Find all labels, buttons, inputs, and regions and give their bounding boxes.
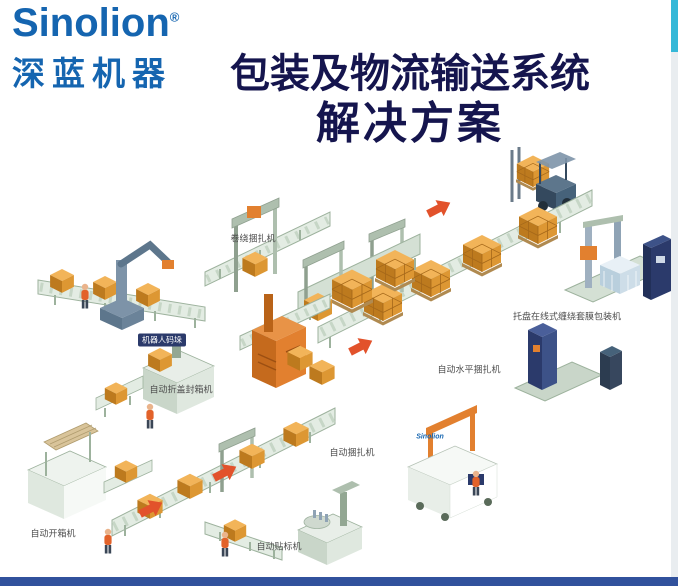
machine-brand-text: Sinolion [416,433,444,441]
label-auto-strapper: 自动捆扎机 [329,447,375,458]
bottom-belt-conveyor [204,519,283,561]
logo-block: Sinolion® 深蓝机器 [12,2,179,95]
system-illustration [0,140,678,586]
right-edge-strip [671,0,678,577]
palletizing-station [239,233,421,388]
horizontal-strapper-machine [513,323,622,402]
auto-strapper-machine [407,405,498,521]
forklift [510,147,576,211]
label-case-erector: 自动开箱机 [30,528,76,539]
labeling-machine [297,481,363,565]
worker-figure [146,403,154,429]
label-robot-palletizer: 机器人码垛 [138,333,186,347]
bottom-bar [0,577,678,586]
worker-figure [81,283,89,309]
poster-title-line2: 解决方案 [316,99,504,148]
carton-sealer-machine [95,336,215,417]
logo-registered-mark: ® [169,9,180,25]
lower-conveyor [111,407,336,537]
logo-sinolion: Sinolion® [12,2,179,44]
poster-title-line1: 包装及物流输送系统 [230,52,590,96]
label-labeling-machine: 自动贴标机 [256,541,302,552]
label-carton-sealer: 自动折盖封箱机 [149,384,213,395]
logo-subtext: 深蓝机器 [12,55,172,92]
case-erector-machine [27,422,153,519]
poster-title: 包装及物流输送系统 解决方案 [195,52,625,148]
flow-arrow [423,194,455,223]
label-horizontal-strapper: 自动水平捆扎机 [437,364,501,375]
worker-figure [221,531,229,557]
flow-arrow [345,332,377,361]
label-pallet-wrapper: 托盘在线式缠绕套膜包装机 [512,311,622,322]
label-coil-strapper: 卷绕捆扎机 [230,233,276,244]
coil-strapper-machine [204,197,331,292]
pallet-wrapper-machine [563,215,671,303]
worker-figure [104,528,112,554]
illustration-svg [27,147,671,565]
logo-text: Sinolion [12,1,170,45]
robot-palletizer-station [37,240,206,330]
top-right-accent [671,0,678,52]
